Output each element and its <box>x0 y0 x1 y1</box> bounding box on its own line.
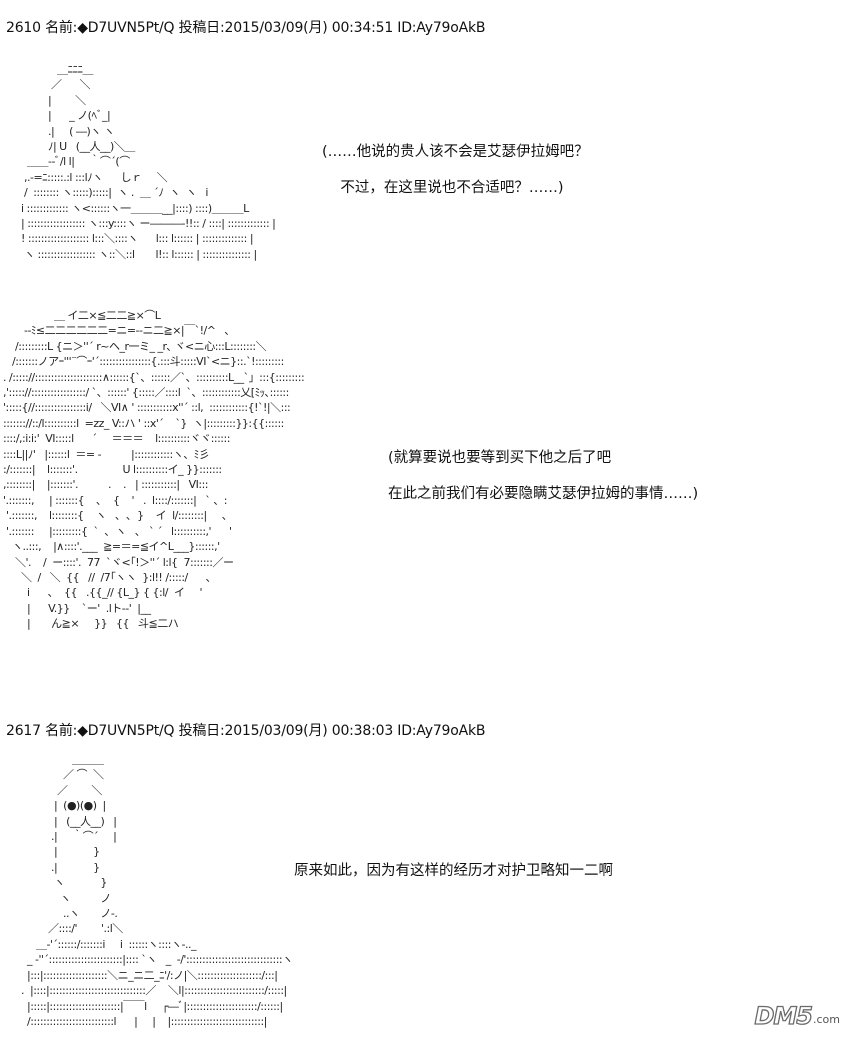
post-header-2610: 2610 名前:◆D7UVN5Pt/Q 投稿日:2015/03/09(月) 00… <box>6 20 486 36</box>
dialogue-line: 原来如此，因为有这样的经历才对护卫略知一二啊 <box>294 863 613 879</box>
ascii-art-yaruo-wide-eyes: ＿＿＿ ／ ⌒ ＼ ／ ＼ | (●)(●) | | (__人__) | .| … <box>20 753 293 1028</box>
dialogue-line: 不过，在这里说也不合适吧？……) <box>322 180 564 196</box>
ascii-art-woman-thinking: ＿ イ二×≦二二≧×⌒L --ﾐ≤二二二二二二=ニ=--ニ二≧×|￣`!/^ ､… <box>2 309 305 631</box>
watermark-suffix: .com <box>813 1013 840 1026</box>
watermark-main: DM5 <box>754 1001 814 1030</box>
post-header-2617: 2617 名前:◆D7UVN5Pt/Q 投稿日:2015/03/09(月) 00… <box>6 723 486 739</box>
site-watermark-logo: DM5 .com <box>754 1001 840 1030</box>
dialogue-line: 在此之前我们有必要隐瞒艾瑟伊拉姆的事情……) <box>388 486 699 502</box>
ascii-art-yaruo-smug: ＿ﾆﾆﾆ＿ ／ ＼ | ＼ | _ ノ(ﾍﾞ_| .| ( ―)ヽ ヽ ﾉ| U… <box>20 63 276 261</box>
dialogue-line: (就算要说也要等到买下他之后了吧 <box>388 450 612 466</box>
dialogue-line: (……他说的贵人该不会是艾瑟伊拉姆吧？ <box>322 144 589 160</box>
